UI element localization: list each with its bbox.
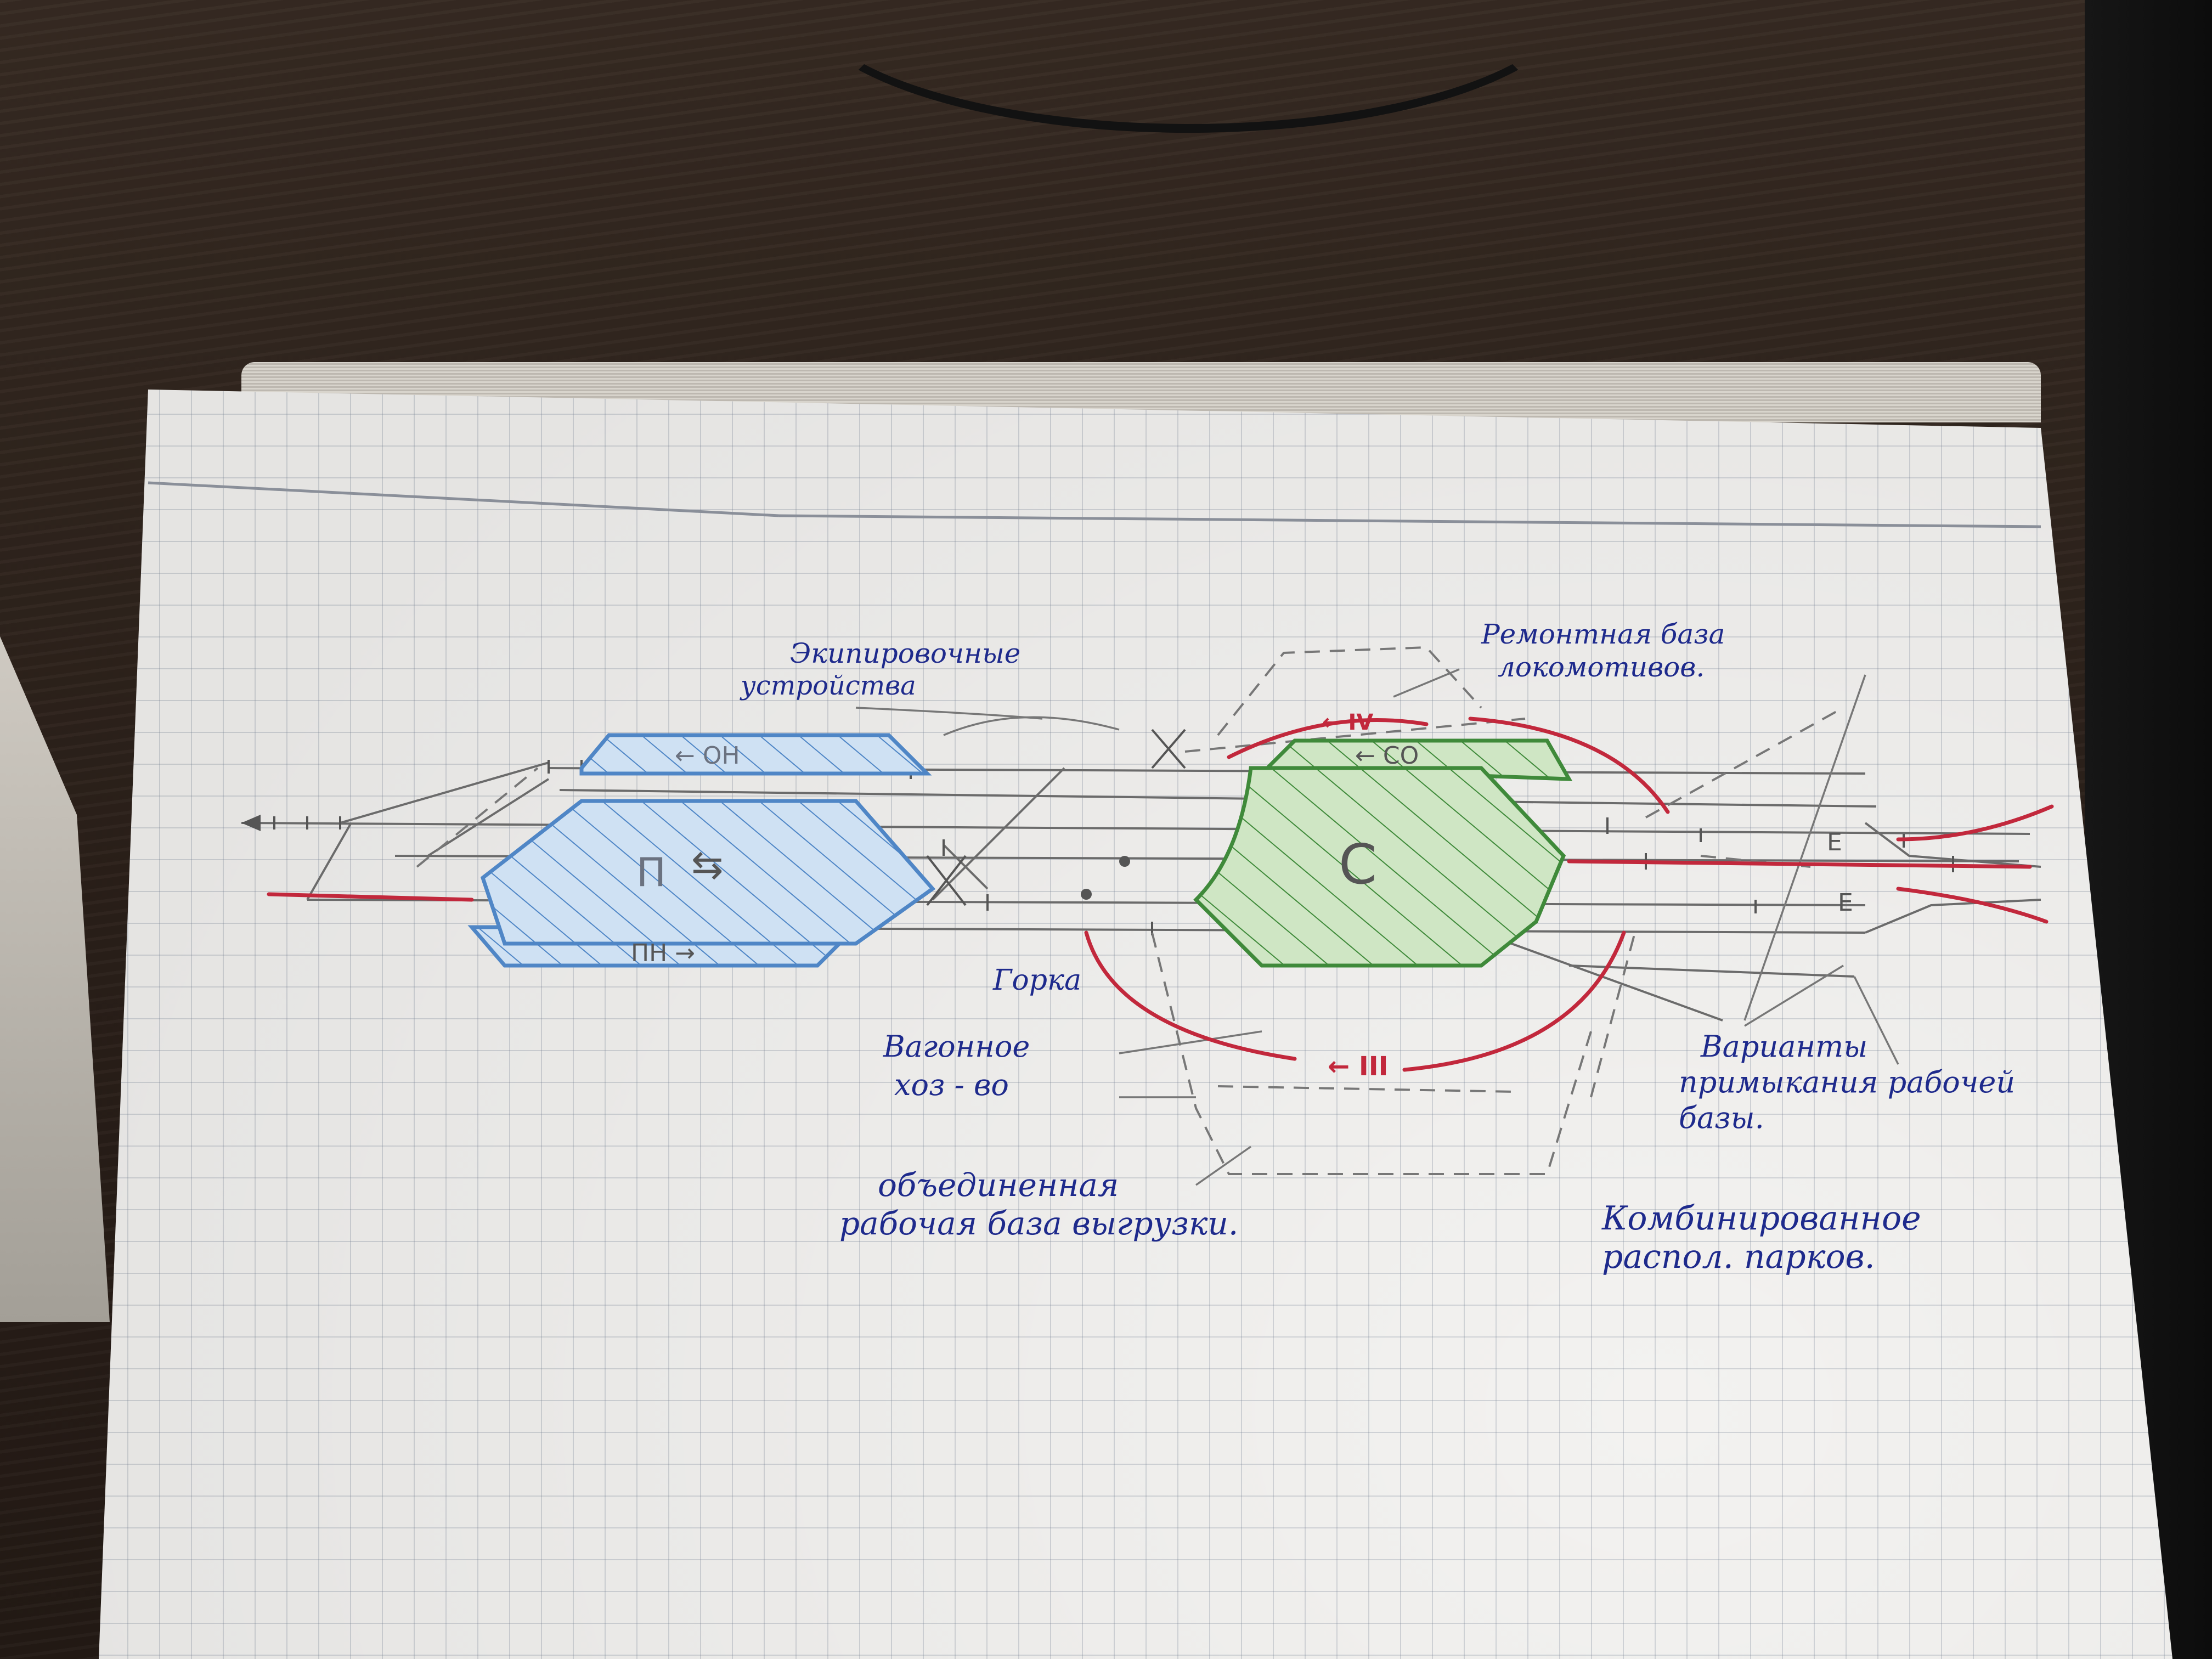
track-ticks — [273, 760, 1954, 935]
margin-line-top-right — [778, 514, 2041, 528]
label-varianty-2: примыкания рабочей — [1679, 1065, 2016, 1099]
leader-lines — [855, 668, 1899, 1186]
label-remont-2: локомотивов. — [1498, 651, 1705, 683]
park-pn-label: ПН → — [631, 939, 695, 967]
park-on — [579, 733, 932, 776]
hump-dot-2 — [1119, 856, 1130, 867]
label-ekip-2: устройства — [741, 670, 916, 701]
label-kombi-2: распол. парков. — [1602, 1238, 1875, 1276]
park-so-label: ← СО — [1355, 742, 1419, 770]
label-obed-1: объединенная — [878, 1166, 1119, 1204]
hump-dot-1 — [1081, 889, 1092, 900]
label-vagon-1: Вагонное — [883, 1029, 1030, 1064]
label-ekip-1: Экипировочные — [790, 637, 1021, 669]
label-vagon-2: хоз - во — [894, 1068, 1009, 1102]
dashed-lines — [416, 646, 1844, 1175]
park-iii-label: ← III — [1328, 1051, 1389, 1082]
label-kombi-1: Комбинированное — [1602, 1199, 1921, 1238]
park-p-arrow: ⇆ — [691, 842, 724, 887]
label-obed-2: рабочая база выгрузки. — [839, 1205, 1239, 1242]
track-arrow-left — [241, 815, 261, 831]
label-remont-1: Ремонтная база — [1481, 618, 1725, 650]
park-e-top-label: Е — [1827, 828, 1842, 856]
label-varianty-1: Варианты — [1701, 1029, 1868, 1064]
label-varianty-3: базы. — [1679, 1101, 1764, 1135]
park-p — [480, 799, 936, 946]
switch-crosses — [926, 729, 1186, 906]
park-on-label: ← ОН — [675, 742, 740, 770]
red-tracks — [267, 716, 2054, 1072]
label-gorka: Горка — [993, 964, 1082, 997]
park-s — [1193, 766, 1566, 968]
park-iv-label: ← IV — [1322, 710, 1373, 735]
margin-line-top — [148, 481, 780, 517]
park-s-label: С — [1339, 832, 1377, 896]
park-p-label: П — [636, 849, 666, 895]
park-e-bottom-label: Е — [1838, 889, 1853, 917]
